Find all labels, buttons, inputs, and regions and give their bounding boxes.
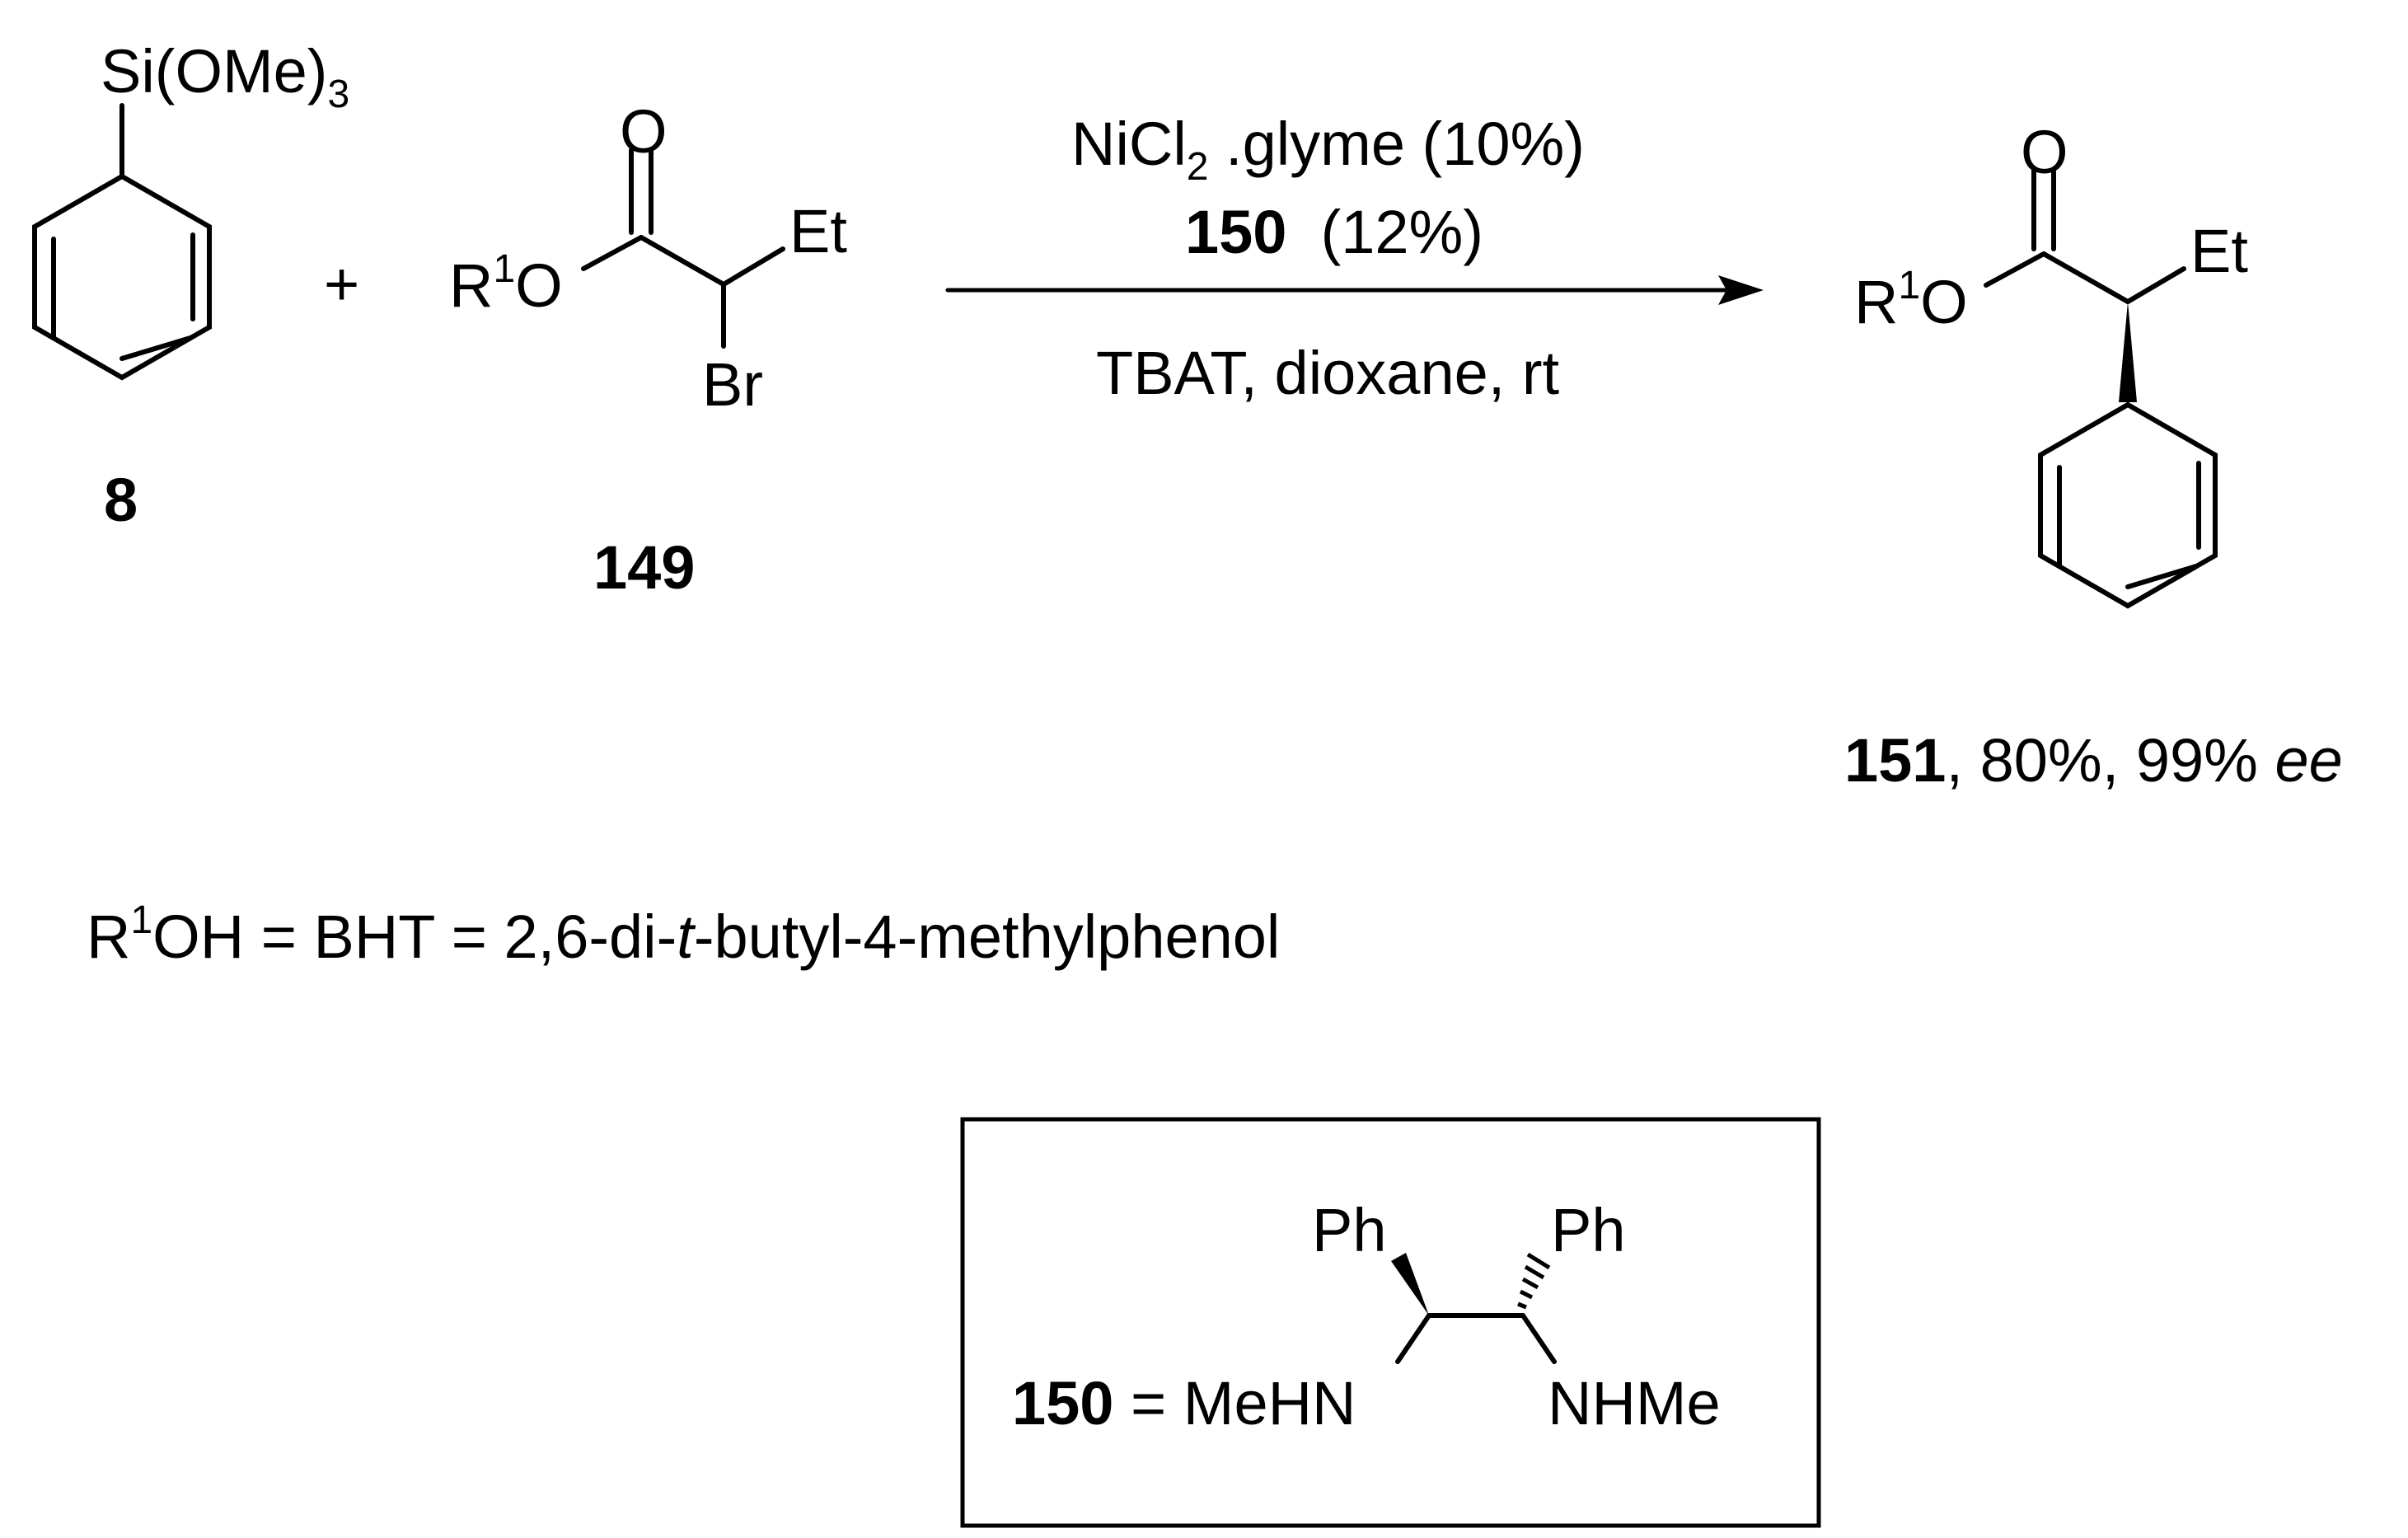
reagent-149-ethyl-label: Et <box>789 197 847 265</box>
product-151-benzene-ring <box>2038 401 2218 609</box>
conditions-below-arrow: TBAT, dioxane, rt <box>1096 339 1560 407</box>
reagent-149-structure: O R1O Et Br 149 <box>449 97 847 602</box>
ligand-box-frame <box>960 1117 1821 1528</box>
product-151-ethyl-label: Et <box>2190 217 2248 285</box>
ligand-right-n-bond <box>1520 1313 1557 1364</box>
reagent-8-compound-number: 8 <box>104 466 138 534</box>
reagent-149-ester-bond <box>581 235 644 271</box>
ligand-right-amine-label: NHMe <box>1548 1369 1721 1437</box>
product-151-ester-group: R1O <box>1854 264 1968 336</box>
reagent-8-silyl-label: Si(OMe)3 <box>101 37 349 116</box>
product-151-inner-bond <box>2125 564 2199 589</box>
ligand-150-box: Ph Ph 150 = MeHN NHMe <box>960 1117 1821 1528</box>
reaction-arrow-head <box>1718 275 1764 305</box>
product-151-carbonyl-o: O <box>2021 118 2068 186</box>
ligand-wedge-bond <box>1391 1253 1429 1315</box>
product-151-ester-bond <box>1984 251 2046 288</box>
r1-definition: R1OH = BHT = 2,6-di-t-butyl-4-methylphen… <box>87 898 1280 971</box>
reagent-149-ester-group: R1O <box>449 247 563 320</box>
reagent-149-alpha-bond <box>639 235 726 287</box>
reagent-149-bromo-label: Br <box>702 350 763 419</box>
ligand-hash-bond <box>1517 1252 1551 1310</box>
reagent-149-carbonyl-o: O <box>620 97 668 166</box>
reagent-149-compound-number: 149 <box>593 533 695 602</box>
product-151-alpha-bond <box>2041 251 2130 304</box>
ligand-left-amine-label: 150 = MeHN <box>1012 1369 1356 1437</box>
plus-sign: + <box>324 250 359 318</box>
ligand-left-ph: Ph <box>1312 1196 1387 1264</box>
product-151-ethyl-bond <box>2125 266 2186 304</box>
reagent-8-benzene-ring <box>32 173 212 381</box>
ligand-right-ph: Ph <box>1551 1196 1626 1264</box>
reagent-8-structure: Si(OMe)3 8 <box>32 37 349 534</box>
catalyst-label: NiCl2 .glyme (10%) <box>1071 110 1585 189</box>
reaction-arrow-group: NiCl2 .glyme (10%) 150 (12%) TBAT, dioxa… <box>945 110 1764 407</box>
reagent-8-inner-bond <box>119 335 193 361</box>
product-151-result-label: 151, 80%, 99% ee <box>1844 726 2343 795</box>
product-151-wedge-bond <box>2119 302 2137 402</box>
reagent-149-ethyl-bond <box>721 246 785 287</box>
ligand-loading-label: 150 (12%) <box>1185 198 1483 266</box>
product-151-structure: O R1O Et 151, 80%, 99% ee <box>1844 118 2343 795</box>
ligand-left-n-bond <box>1395 1313 1431 1364</box>
